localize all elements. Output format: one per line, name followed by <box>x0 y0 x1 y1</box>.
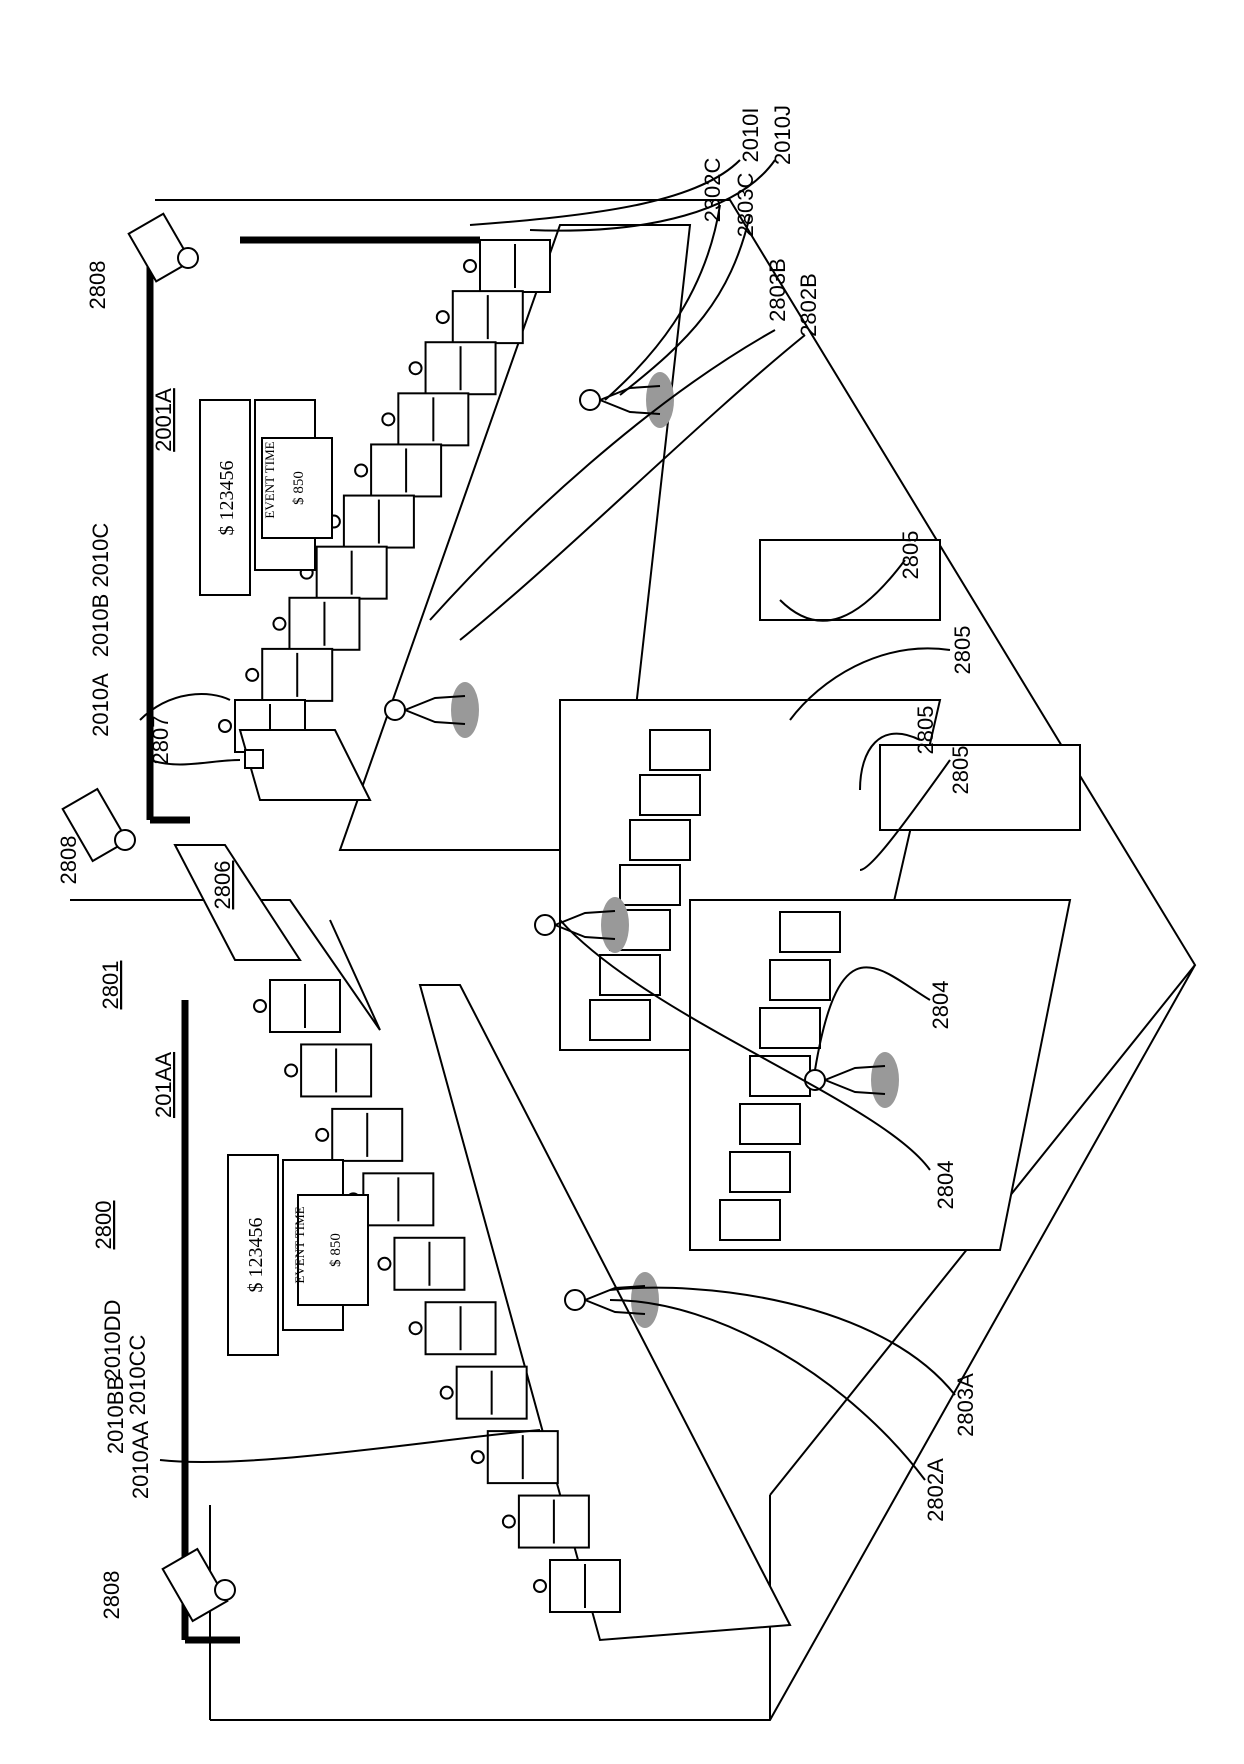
label-2010bb: 2010BB <box>103 1376 128 1454</box>
jackpot-value-left: $ 123456 <box>245 1218 267 1293</box>
prize-value-right: $ 850 <box>291 471 307 505</box>
label-2808-mid: 2808 <box>56 836 81 885</box>
label-2807: 2807 <box>148 716 173 765</box>
camera-icon <box>163 1549 235 1621</box>
island-slot-machine <box>720 1200 780 1240</box>
island-slot-machine <box>650 730 710 770</box>
label-2805-3: 2805 <box>913 706 938 755</box>
camera-icon <box>129 214 198 282</box>
island-slot-machine <box>750 1056 810 1096</box>
label-2010b-2010c: 2010B 2010C <box>88 523 113 658</box>
label-2802b: 2802B <box>796 273 821 337</box>
island-slot-machine <box>620 865 680 905</box>
label-2010aa: 2010AA <box>128 1421 153 1500</box>
coin-stack-icon <box>246 669 258 681</box>
jackpot-value-right: $ 123456 <box>216 461 238 536</box>
sign-left: $ 123456 EVENT TIME $ 850 <box>228 1155 368 1355</box>
coin-stack-icon <box>285 1064 297 1076</box>
label-2801: 2801 <box>98 961 123 1010</box>
label-2010i: 2010I <box>738 107 763 162</box>
island-slot-machine <box>740 1104 800 1144</box>
island-slot-machine <box>630 820 690 860</box>
label-2010j: 2010J <box>770 105 795 165</box>
coin-stack-icon <box>534 1580 546 1592</box>
coin-stack-icon <box>441 1387 453 1399</box>
label-2010cc: 2010CC <box>125 1335 150 1416</box>
coin-stack-icon <box>355 464 367 476</box>
label-201aa: 201AA <box>151 1052 176 1118</box>
island-slot-machine <box>760 1008 820 1048</box>
label-2804-1: 2804 <box>928 981 953 1030</box>
label-2803c: 2803C <box>733 172 758 237</box>
island-slot-machine <box>780 912 840 952</box>
label-2800: 2800 <box>91 1201 116 1250</box>
coin-stack-icon <box>382 413 394 425</box>
coin-stack-icon <box>378 1258 390 1270</box>
coin-stack-icon <box>503 1516 515 1528</box>
label-2803b: 2803B <box>765 258 790 322</box>
prize-value-left: $ 850 <box>328 1233 344 1267</box>
label-2808-bottom: 2808 <box>99 1571 124 1620</box>
event-time-label-right: EVENT TIME <box>262 441 277 518</box>
label-2302c: 2302C <box>700 157 725 222</box>
coin-stack-icon <box>316 1129 328 1141</box>
island-slot-machine <box>640 775 700 815</box>
coin-stack-icon <box>410 362 422 374</box>
label-2010dd: 2010DD <box>100 1300 125 1381</box>
coin-stack-icon <box>219 720 231 732</box>
label-2802a: 2802A <box>923 1458 948 1522</box>
coin-stack-icon <box>410 1322 422 1334</box>
label-2010a: 2010A <box>88 673 113 737</box>
label-2001a: 2001A <box>151 388 176 452</box>
label-2805-4: 2805 <box>948 746 973 795</box>
coin-stack-icon <box>273 618 285 630</box>
event-time-label-left: EVENT TIME <box>292 1206 307 1283</box>
island-slot-machine <box>600 955 660 995</box>
label-2804-2: 2804 <box>933 1161 958 1210</box>
coin-stack-icon <box>437 311 449 323</box>
label-2805-1: 2805 <box>898 531 923 580</box>
server-2806 <box>175 845 300 960</box>
coin-stack-icon <box>254 1000 266 1012</box>
device-2807 <box>240 730 370 800</box>
island-slot-machine <box>730 1152 790 1192</box>
sign-right: $ 123456 EVENT TIME $ 850 <box>200 400 332 595</box>
coin-stack-icon <box>472 1451 484 1463</box>
island-slot-machine <box>590 1000 650 1040</box>
coin-stack-icon <box>464 260 476 272</box>
label-2808-top: 2808 <box>85 261 110 310</box>
label-2803a: 2803A <box>953 1373 978 1437</box>
label-2806: 2806 <box>210 861 235 910</box>
island-slot-machine <box>770 960 830 1000</box>
label-2805-2: 2805 <box>950 626 975 675</box>
